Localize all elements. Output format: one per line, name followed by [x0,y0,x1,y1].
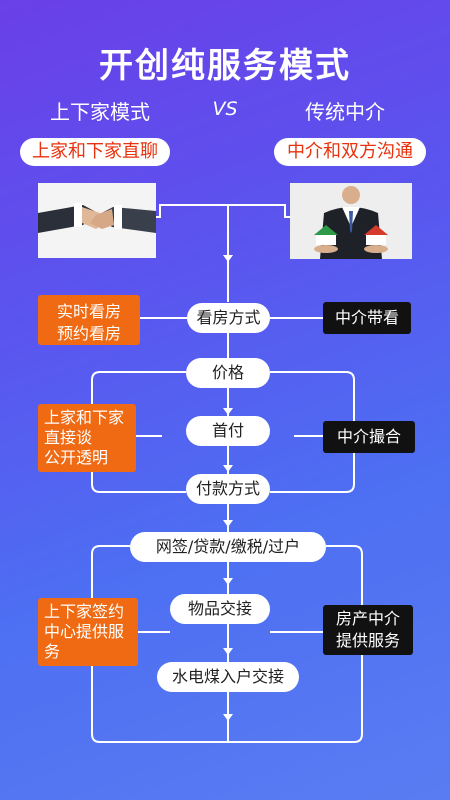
handshake-photo [38,183,156,258]
step-viewing: 看房方式 [187,303,270,333]
agent-holding-houses-photo [290,183,412,259]
note-line: 中心提供服 [44,622,125,641]
note-line: 公开透明 [44,448,109,467]
note-viewing-right: 中介带看 [323,302,411,334]
note-line: 上家和下家 [44,408,125,427]
step-payment: 付款方式 [186,474,270,504]
note-signing-right: 房产中介 提供服务 [323,605,413,655]
right-tag: 中介和双方沟通 [274,138,426,166]
step-handover: 物品交接 [170,594,270,624]
page-title: 开创纯服务模式 [99,46,351,86]
right-heading: 传统中介 [305,100,385,124]
note-line: 预约看房 [56,324,121,343]
note-viewing-left: 实时看房 预约看房 [38,295,140,345]
left-heading: 上下家模式 [50,100,150,124]
step-down-payment: 首付 [186,416,270,446]
note-negotiation-right: 中介撮合 [323,421,415,453]
step-contract: 网签/贷款/缴税/过户 [130,532,326,562]
note-line: 房产中介 [335,609,400,628]
note-line: 务 [44,642,61,661]
note-signing-left: 上下家签约 中心提供服 务 [38,598,138,666]
note-line: 实时看房 [56,302,121,321]
left-tag: 上家和下家直聊 [20,138,170,166]
step-price: 价格 [186,358,270,388]
note-line: 上下家签约 [44,602,125,621]
note-line: 直接谈 [44,428,93,447]
note-line: 提供服务 [335,631,400,650]
step-utilities: 水电煤入户交接 [157,662,299,692]
note-negotiation-left: 上家和下家 直接谈 公开透明 [38,404,136,472]
vs-label: VS [212,98,238,120]
